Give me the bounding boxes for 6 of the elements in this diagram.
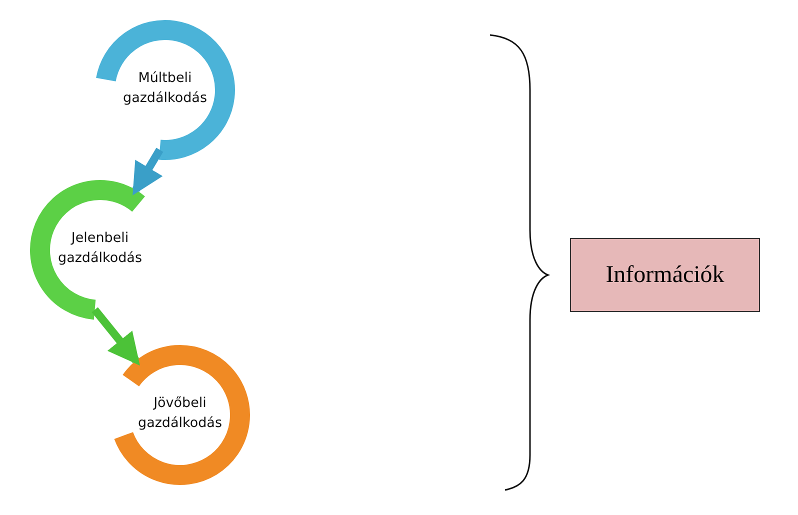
node-label: Jelenbeli gazdálkodás	[57, 229, 143, 268]
node-label: Múltbeli gazdálkodás	[122, 69, 208, 108]
info-box: Információk	[570, 238, 760, 312]
arrow	[132, 148, 164, 196]
node-label: Jövőbeli gazdálkodás	[137, 394, 223, 433]
arrow	[92, 307, 140, 366]
